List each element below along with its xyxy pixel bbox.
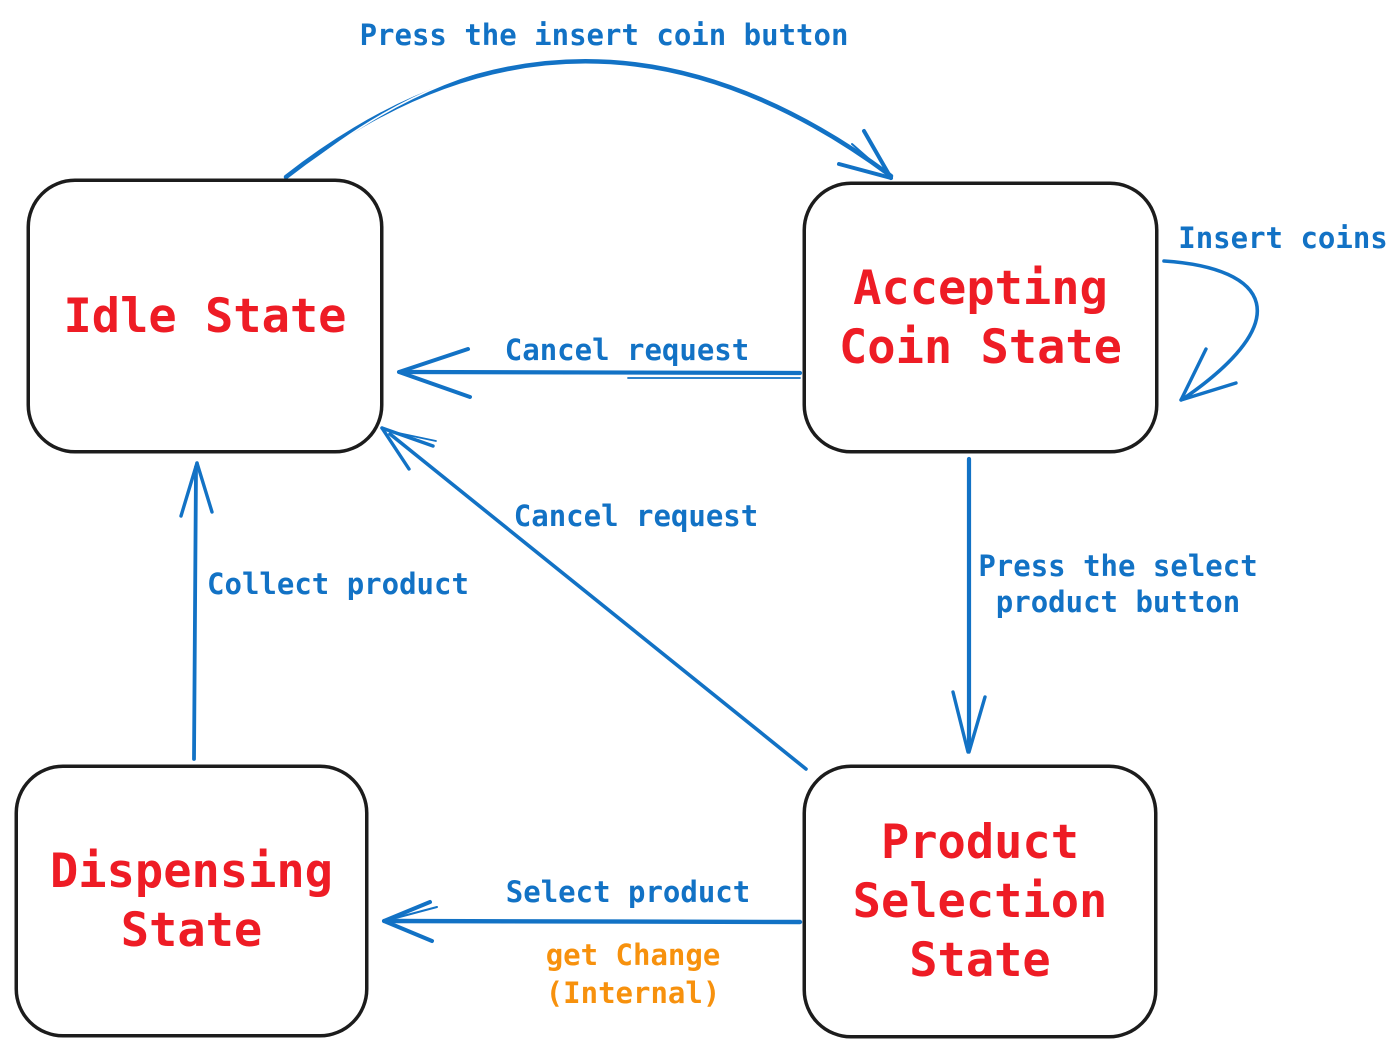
transition-label-press-insert-coin: Press the insert coin button [359, 18, 849, 52]
arrow-select-product [382, 900, 803, 943]
state-accepting-coin-label-line2: Coin State [839, 319, 1122, 375]
transition-label-press-select-product-line1: Press the select [978, 549, 1258, 583]
state-dispensing: Dispensing State [15, 765, 368, 1037]
transition-label-press-select-product: Press the select product button [978, 548, 1257, 620]
state-accepting-coin: Accepting Coin State [803, 182, 1158, 453]
arrow-cancel-request-top [397, 347, 803, 399]
transition-label-press-select-product-line2: product button [995, 585, 1241, 619]
state-product-selection: Product Selection State [803, 765, 1157, 1038]
transition-label-cancel-request-diagonal: Cancel request [513, 499, 759, 533]
internal-action-label-get-change-line2: (Internal) [545, 976, 721, 1010]
state-product-selection-label-line3: State [909, 933, 1051, 988]
state-product-selection-label-line1: Product [880, 815, 1080, 870]
transition-label-cancel-request-top: Cancel request [504, 333, 750, 367]
arrow-collect-product [179, 461, 214, 761]
arrow-cancel-request-diagonal [380, 426, 808, 771]
state-accepting-coin-label-line1: Accepting [853, 260, 1108, 316]
arrow-press-insert-coin [283, 54, 894, 180]
state-dispensing-label-line1: Dispensing [50, 844, 333, 899]
state-idle-label: Idle State [63, 288, 347, 344]
state-dispensing-label-line2: State [120, 903, 263, 958]
arrow-press-select-product [951, 456, 987, 754]
arrow-insert-coins-self-loop [1162, 259, 1260, 402]
state-idle: Idle State [27, 179, 383, 453]
state-product-selection-label-line2: Selection [852, 874, 1108, 929]
internal-action-label-get-change: get Change (Internal) [546, 936, 721, 1012]
internal-action-label-get-change-line1: get Change [545, 938, 721, 972]
transition-label-collect-product: Collect product [207, 567, 469, 601]
transition-label-insert-coins: Insert coins [1178, 221, 1388, 255]
transition-label-select-product: Select product [505, 875, 751, 909]
